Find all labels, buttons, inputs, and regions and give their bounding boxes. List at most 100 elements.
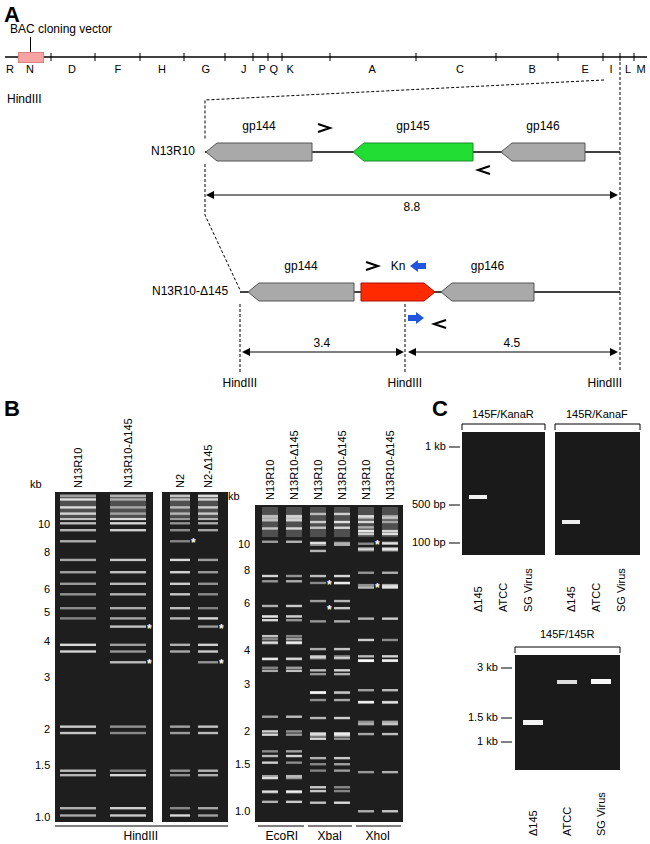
gel-band <box>60 725 96 727</box>
pcr-band <box>591 679 611 684</box>
fragment-letter: L <box>625 63 631 76</box>
gel-band <box>262 575 278 577</box>
gel-band <box>262 635 278 637</box>
lane-label: SG Virus <box>615 568 628 612</box>
gel-band <box>358 771 374 773</box>
gel-band <box>310 575 326 577</box>
gel-band <box>60 807 96 809</box>
gel-band <box>382 723 398 725</box>
gel-band <box>110 814 146 816</box>
gel-band <box>170 774 190 776</box>
ladder-size: 1.0 <box>35 811 50 824</box>
primer-pair: 145F/145R <box>540 628 594 641</box>
gene-label: gp146 <box>500 118 586 134</box>
gel-band <box>170 498 190 500</box>
gel-band <box>334 544 350 546</box>
gel-band <box>382 572 398 574</box>
gel-band <box>382 659 398 661</box>
gel-band <box>262 750 278 752</box>
spacer <box>205 134 313 142</box>
gel-band <box>358 521 374 523</box>
site-name: HindIII <box>588 376 623 390</box>
band-asterisk: * <box>191 536 196 550</box>
gel-band <box>198 650 218 652</box>
gel-band <box>358 701 374 703</box>
lane-label: ATCC <box>497 583 510 612</box>
lane-label: ATCC <box>590 583 603 612</box>
gel-band <box>60 583 96 585</box>
band-asterisk: * <box>375 581 380 595</box>
gel-band <box>262 615 278 617</box>
gel-band <box>286 580 302 582</box>
gel-band <box>382 733 398 735</box>
enzyme-name: HindIII <box>124 829 159 843</box>
gel-band <box>198 807 218 809</box>
gel-band <box>334 717 350 719</box>
lane-label: N13R10-Δ145 <box>336 430 349 500</box>
gel-band <box>60 617 96 619</box>
gel-band <box>358 723 374 725</box>
lane-label: SG Virus <box>522 568 535 612</box>
gel-smear <box>358 507 374 537</box>
spacer <box>440 274 535 282</box>
gel-band <box>334 620 350 622</box>
ladder-size: 10 <box>38 518 50 531</box>
genome-line <box>5 56 647 58</box>
ladder-size: 1.5 <box>35 759 50 772</box>
gel-band <box>286 716 302 718</box>
lane-label: N2-Δ145 <box>202 445 215 488</box>
gel-band <box>170 607 190 609</box>
gene-arrow: gp146 <box>440 258 535 302</box>
gel-band <box>334 733 350 735</box>
gel-band <box>60 495 96 497</box>
gel-band <box>110 506 146 508</box>
gel-image <box>162 492 228 822</box>
gel-band <box>60 774 96 776</box>
gene-arrow: gp145 <box>352 118 474 162</box>
gel-band <box>358 660 374 662</box>
gel-band <box>334 786 350 788</box>
gel-band <box>358 515 374 517</box>
gel-band <box>198 725 218 727</box>
gel-band <box>110 774 146 776</box>
kana-primer-arrow <box>408 312 424 324</box>
gel-image <box>55 492 153 822</box>
gel-band <box>110 571 146 573</box>
band-asterisk: * <box>219 657 224 671</box>
band-asterisk: * <box>219 622 224 636</box>
vector-label: BAC cloning vector <box>10 21 112 37</box>
gel-band <box>310 802 326 804</box>
fragment-letter: D <box>68 63 76 76</box>
gel-band <box>60 498 96 500</box>
gel-band <box>286 667 302 669</box>
gel-band <box>262 527 278 529</box>
gel-band <box>110 732 146 734</box>
gel-band <box>382 542 398 544</box>
dimension-head <box>610 348 618 356</box>
lane-underline <box>55 826 401 827</box>
gel-band <box>310 717 326 719</box>
panel-letter: A <box>4 2 20 28</box>
gel-band <box>198 607 218 609</box>
gel-smear <box>262 507 278 537</box>
ladder-size: 1.0 <box>235 805 250 818</box>
gel-band <box>382 701 398 703</box>
gel-band <box>310 527 326 529</box>
gel-band <box>382 521 398 523</box>
gel-band <box>60 650 96 652</box>
gel-band <box>334 527 350 529</box>
gel-band <box>262 541 278 543</box>
gel-band <box>310 600 326 602</box>
site-name: HindIII <box>388 376 423 390</box>
gel-band <box>310 669 326 671</box>
gel-band <box>170 559 190 561</box>
gel-band <box>286 619 302 621</box>
gel-band <box>382 639 398 641</box>
gene-arrow: gp146 <box>500 118 586 162</box>
ladder-size: 2 <box>244 725 250 738</box>
dimension-line <box>212 194 612 195</box>
gel-band <box>310 769 326 771</box>
fragment-letter: N <box>26 63 34 76</box>
gel-band <box>262 761 278 763</box>
fragment-letter: A <box>369 63 376 76</box>
